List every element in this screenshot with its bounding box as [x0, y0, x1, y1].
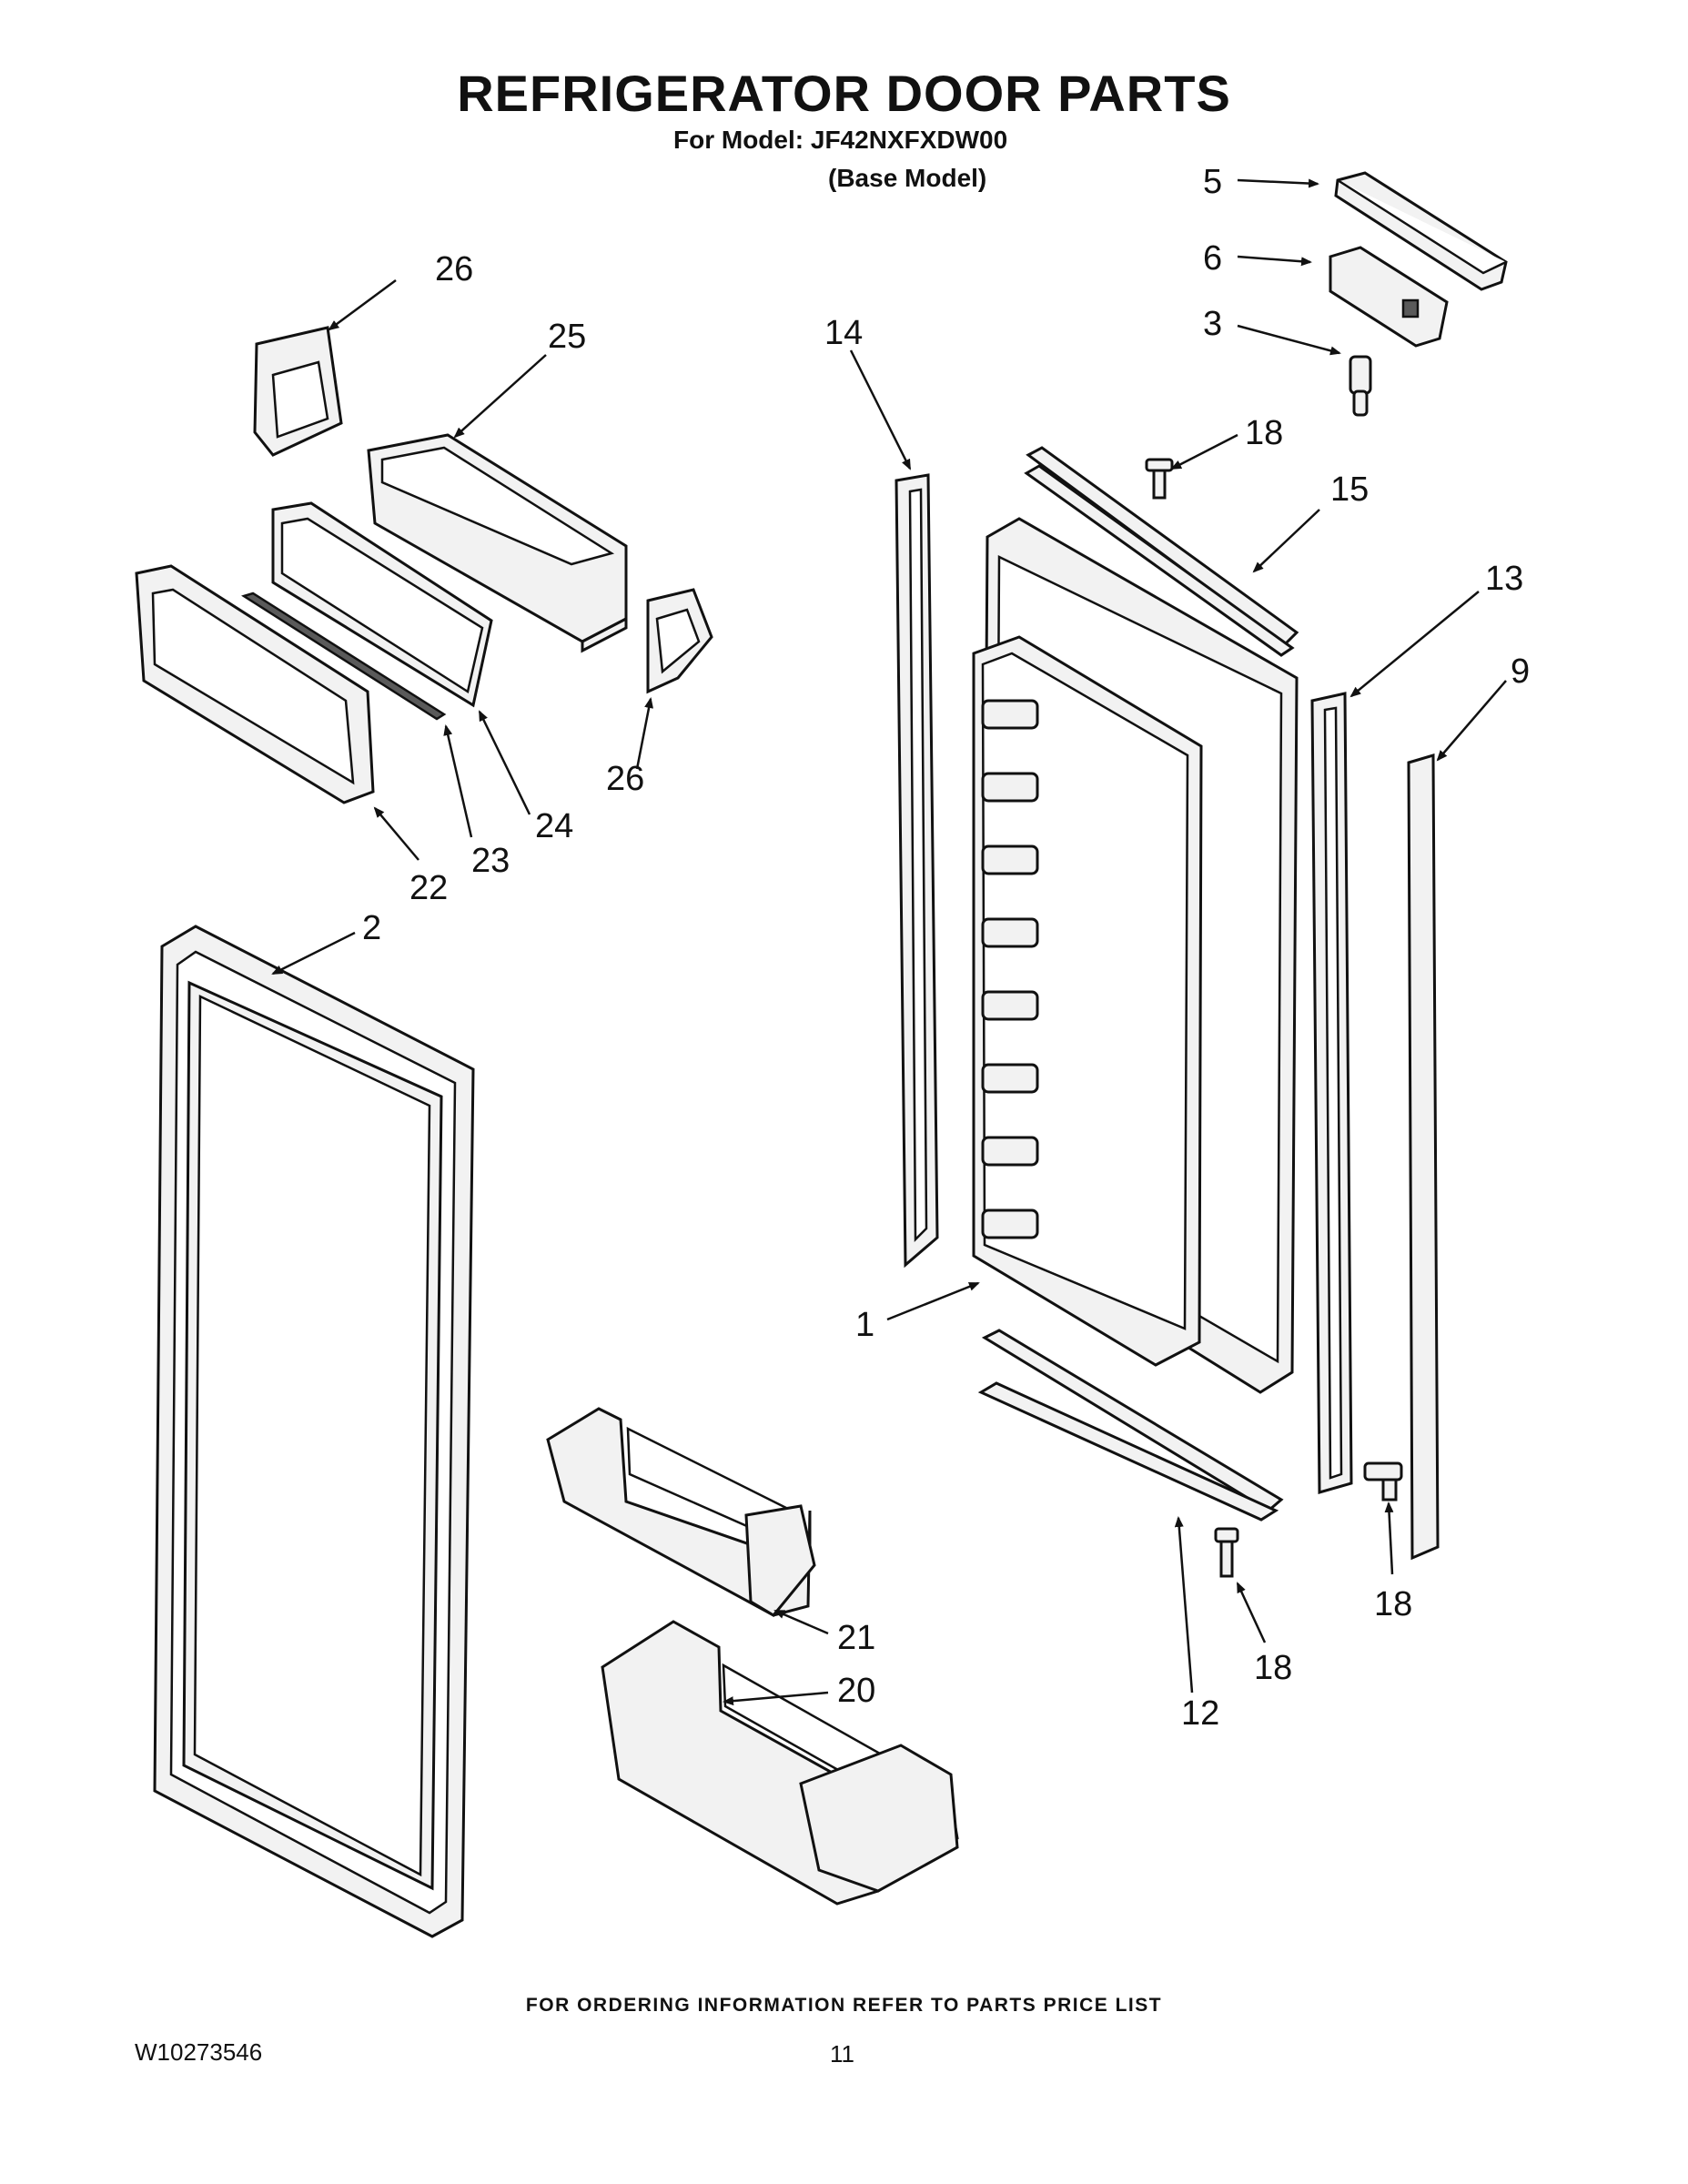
part-20-door-bin-large: [601, 1620, 959, 1906]
callout-18-bottom: 18: [1254, 1649, 1292, 1687]
callout-6: 6: [1203, 239, 1222, 278]
part-26-end-cap-lower: [646, 588, 713, 694]
part-2-door-gasket: [153, 925, 475, 1938]
part-26-end-cap-upper: [253, 326, 343, 457]
ordering-note: FOR ORDERING INFORMATION REFER TO PARTS …: [525, 1995, 1163, 2016]
part-12-bottom-channel: [977, 1329, 1284, 1522]
part-6-hinge: [1329, 246, 1449, 348]
callout-18-top: 18: [1245, 414, 1283, 452]
part-14-hinge-rail: [895, 473, 939, 1269]
callout-14: 14: [824, 314, 863, 352]
callout-1: 1: [855, 1306, 874, 1344]
callout-9: 9: [1511, 652, 1530, 691]
part-25-bin-housing: [367, 433, 628, 653]
callout-labels: 5 6 3 26 25 14 18 15 13 9 26 24 23 22 2 …: [362, 163, 1530, 1733]
callout-20: 20: [837, 1672, 875, 1710]
callout-24: 24: [535, 807, 573, 845]
document-number: W10273546: [135, 2038, 263, 2066]
callout-5: 5: [1203, 163, 1222, 201]
callout-25: 25: [548, 318, 586, 356]
part-22-bin-front: [135, 564, 375, 804]
part-21-door-bin: [546, 1407, 816, 1617]
part-3-hinge-pin: [1349, 355, 1372, 417]
leader-lines: [271, 178, 1507, 1706]
callout-26-upper: 26: [435, 250, 473, 288]
part-18-screw-top: [1145, 458, 1174, 500]
part-15-top-channel: [1024, 446, 1299, 657]
model-line: For Model: JF42NXFXDW00: [673, 126, 1008, 154]
callout-21: 21: [837, 1619, 875, 1657]
callout-22: 22: [409, 869, 448, 907]
part-5-hinge-cover: [1334, 171, 1508, 291]
part-24-gasket-frame: [271, 501, 493, 708]
part-9-handle-trim: [1407, 753, 1440, 1561]
callout-18-side: 18: [1374, 1585, 1412, 1623]
page-title: REFRIGERATOR DOOR PARTS: [457, 65, 1231, 122]
part-13-side-trim: [1310, 692, 1353, 1494]
callout-12: 12: [1181, 1694, 1219, 1733]
callout-13: 13: [1485, 560, 1523, 598]
callout-26-lower: 26: [606, 760, 644, 798]
callout-23: 23: [471, 842, 510, 880]
part-1-door-liner: [972, 517, 1299, 1394]
base-model-label: (Base Model): [828, 164, 987, 192]
part-23-trim-strip: [241, 592, 447, 721]
callout-3: 3: [1203, 305, 1222, 343]
page-number: 11: [830, 2040, 854, 2068]
part-18-screw-side: [1363, 1461, 1403, 1502]
callout-2: 2: [362, 909, 381, 947]
callout-15: 15: [1330, 470, 1369, 509]
part-18-screw-bottom: [1214, 1527, 1239, 1578]
